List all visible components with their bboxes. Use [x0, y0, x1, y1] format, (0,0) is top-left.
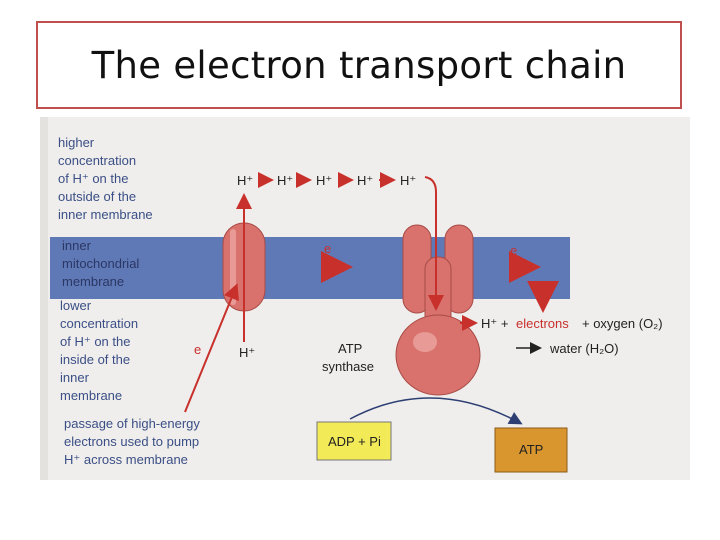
h-plus-label: H⁺ [277, 173, 293, 188]
atp-label: ATP [519, 442, 543, 457]
incoming-electron-arrow [184, 283, 239, 413]
oxygen-reaction: H⁺ + electrons + oxygen (O₂) water (H₂O) [481, 316, 663, 356]
svg-text:H⁺ +: H⁺ + [481, 316, 508, 331]
electron-label: e [324, 241, 331, 256]
h-plus-label: H⁺ [316, 173, 332, 188]
etc-diagram: H⁺ H⁺ H⁺ H⁺ H⁺ H⁺ e e e higher [40, 117, 690, 480]
atp-synthase-label: ATP synthase [322, 341, 374, 374]
svg-text:membrane: membrane [60, 388, 122, 403]
etc-diagram-photo: H⁺ H⁺ H⁺ H⁺ H⁺ H⁺ e e e higher [40, 117, 690, 480]
electron-flow-arrows: e e [321, 241, 559, 313]
electron-label: e [194, 342, 201, 357]
slide-title: The electron transport chain [91, 43, 627, 87]
svg-text:of H⁺ on the: of H⁺ on the [58, 171, 128, 186]
svg-text:inner: inner [62, 238, 92, 253]
membrane-label: inner mitochondrial membrane [62, 238, 139, 289]
svg-text:membrane: membrane [62, 274, 124, 289]
electron-label: e [510, 243, 517, 258]
atp-synthase [395, 224, 481, 396]
svg-text:passage of high-energy: passage of high-energy [64, 416, 200, 431]
h-plus-inside-label: H⁺ [239, 345, 255, 360]
svg-text:concentration: concentration [60, 316, 138, 331]
h-plus-label: H⁺ [357, 173, 373, 188]
svg-text:electrons used to pump: electrons used to pump [64, 434, 199, 449]
inner-membrane-band [50, 237, 570, 299]
svg-text:inner: inner [60, 370, 90, 385]
phosphorylation-arrow [349, 397, 523, 425]
slide-title-box: The electron transport chain [36, 21, 682, 109]
svg-text:mitochondrial: mitochondrial [62, 256, 139, 271]
outside-label: higher concentration of H⁺ on the outsid… [58, 135, 153, 222]
adp-label: ADP + Pi [328, 434, 381, 449]
svg-text:concentration: concentration [58, 153, 136, 168]
svg-text:inside of the: inside of the [60, 352, 130, 367]
svg-text:of H⁺ on the: of H⁺ on the [60, 334, 130, 349]
svg-text:electrons: electrons [516, 316, 569, 331]
h-plus-label: H⁺ [237, 173, 253, 188]
h-plus-row: H⁺ H⁺ H⁺ H⁺ H⁺ [237, 172, 416, 188]
inside-label: lower concentration of H⁺ on the inside … [60, 298, 138, 403]
svg-text:lower: lower [60, 298, 92, 313]
svg-text:synthase: synthase [322, 359, 374, 374]
h-plus-label: H⁺ [400, 173, 416, 188]
adp-box [316, 421, 392, 461]
svg-text:inner membrane: inner membrane [58, 207, 153, 222]
svg-text:outside of the: outside of the [58, 189, 136, 204]
svg-text:higher: higher [58, 135, 95, 150]
passage-label: passage of high-energy electrons used to… [64, 416, 200, 467]
atp-box [494, 427, 568, 473]
svg-text:water (H₂O): water (H₂O) [549, 341, 619, 356]
svg-text:H⁺ across membrane: H⁺ across membrane [64, 452, 188, 467]
svg-text:ATP: ATP [338, 341, 362, 356]
proton-return-arrow [424, 176, 444, 311]
svg-text:+ oxygen (O₂): + oxygen (O₂) [582, 316, 663, 331]
